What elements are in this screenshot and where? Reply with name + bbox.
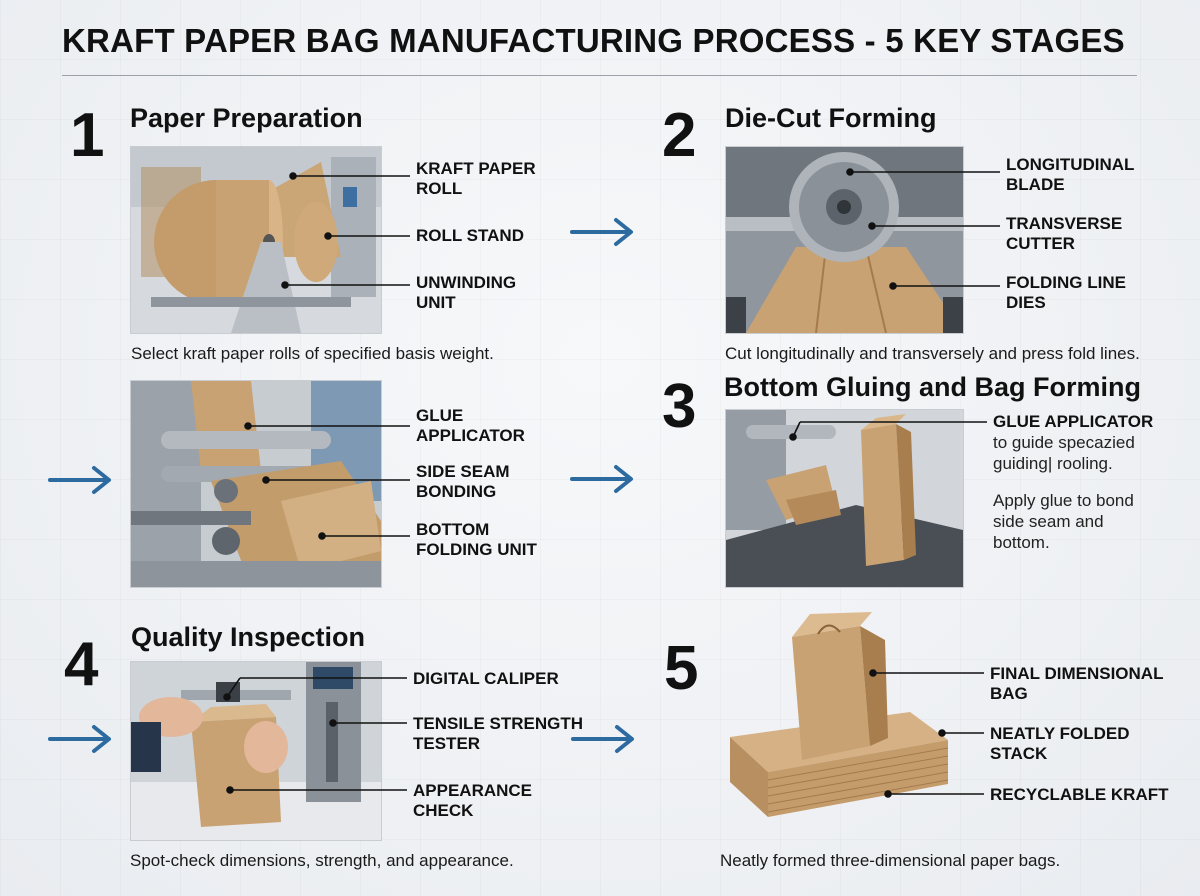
label-tensile-strength-tester-line2: TESTER [413, 734, 481, 753]
label-bottom-folding-unit-line1: BOTTOM [416, 520, 490, 539]
stage-5-caption: Neatly formed three-dimensional paper ba… [720, 851, 1061, 870]
die-cut-photo [725, 146, 964, 334]
label-kraft-paper-roll-line1: KRAFT PAPER [416, 159, 536, 178]
arrow-right-icon [571, 725, 634, 753]
stage-1-heading: Paper Preparation [130, 103, 363, 133]
label-final-dimensional-bag-line1: FINAL DIMENSIONAL [990, 664, 1164, 683]
stage-4-heading: Quality Inspection [131, 622, 366, 652]
stage-4-caption: Spot-check dimensions, strength, and app… [130, 851, 514, 870]
stage-3-apply-line3: bottom. [993, 533, 1050, 552]
label-glue-applicator-stage3: GLUE APPLICATOR [993, 412, 1154, 431]
arrow-right-icon [570, 218, 633, 246]
stage-1-caption: Select kraft paper rolls of specified ba… [131, 344, 494, 363]
label-side-seam-bonding-line1: SIDE SEAM [416, 462, 510, 481]
label-neatly-folded-stack-line2: STACK [990, 744, 1048, 763]
stage-2-caption: Cut longitudinally and transversely and … [725, 344, 1140, 363]
label-bottom-folding-unit-line2: FOLDING UNIT [416, 540, 537, 559]
stage-3-note-line2: guiding| rooling. [993, 454, 1113, 473]
arrow-right-icon [570, 465, 633, 493]
stage-2-number: 2 [662, 101, 697, 170]
label-roll-stand: ROLL STAND [416, 226, 524, 245]
stage-2-heading: Die-Cut Forming [725, 103, 937, 133]
label-appearance-check-line2: CHECK [413, 801, 474, 820]
title-divider [62, 75, 1137, 76]
label-neatly-folded-stack-line1: NEATLY FOLDED [990, 724, 1130, 743]
label-unwinding-unit-line2: UNIT [416, 293, 456, 312]
label-kraft-paper-roll-line2: ROLL [416, 179, 463, 198]
finished-bags-photo [720, 612, 960, 837]
label-side-seam-bonding-line2: BONDING [416, 482, 497, 501]
label-folding-line-dies-line2: DIES [1006, 293, 1046, 312]
label-glue-applicator-line2: APPLICATOR [416, 426, 525, 445]
label-transverse-cutter-line1: TRANSVERSE [1006, 214, 1123, 233]
stage-3-note-line1: to guide specazied [993, 433, 1135, 452]
label-tensile-strength-tester-line1: TENSILE STRENGTH [413, 714, 584, 733]
stage-3-heading: Bottom Gluing and Bag Forming [724, 372, 1141, 402]
label-folding-line-dies-line1: FOLDING LINE [1006, 273, 1126, 292]
label-longitudinal-blade-line1: LONGITUDINAL [1006, 155, 1135, 174]
stage-3-number: 3 [662, 372, 697, 441]
stage-1-number: 1 [70, 101, 105, 170]
label-glue-applicator-line1: GLUE [416, 406, 464, 425]
label-unwinding-unit-line1: UNWINDING [416, 273, 517, 292]
stage-4-number: 4 [64, 630, 99, 699]
paper-roll-photo [130, 146, 382, 334]
label-digital-caliper: DIGITAL CALIPER [413, 669, 559, 688]
stage-3-apply-line1: Apply glue to bond [993, 491, 1134, 510]
stage-5-number: 5 [664, 634, 699, 703]
bag-forming-photo [725, 409, 964, 588]
gluing-line-photo [130, 380, 382, 588]
arrow-right-icon [48, 466, 111, 494]
arrow-right-icon [48, 725, 111, 753]
label-appearance-check-line1: APPEARANCE [413, 781, 533, 800]
page-title: KRAFT PAPER BAG MANUFACTURING PROCESS - … [62, 22, 1125, 59]
inspection-photo [130, 661, 382, 841]
label-final-dimensional-bag-line2: BAG [990, 684, 1028, 703]
stage-3-apply-line2: side seam and [993, 512, 1104, 531]
label-longitudinal-blade-line2: BLADE [1006, 175, 1065, 194]
label-recyclable-kraft: RECYCLABLE KRAFT [990, 785, 1169, 804]
label-transverse-cutter-line2: CUTTER [1006, 234, 1075, 253]
